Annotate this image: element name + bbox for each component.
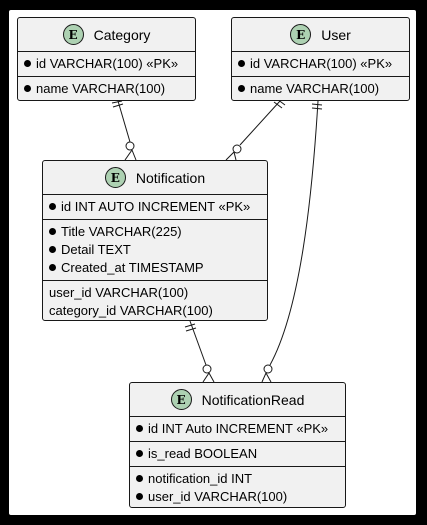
attribute-row: Created_at TIMESTAMP [49, 259, 261, 277]
attributes-section: Title VARCHAR(225) Detail TEXT Created_a… [43, 219, 267, 280]
attribute-row: category_id VARCHAR(100) [49, 303, 213, 318]
edge-user-read-zero-mark [263, 364, 273, 374]
mandatory-bullet-icon [49, 203, 56, 210]
edge-category-one-mark [111, 100, 123, 104]
entity-header: E NotificationRead [130, 383, 345, 416]
attribute-row: id VARCHAR(100) «PK» [238, 55, 403, 73]
attributes-section: name VARCHAR(100) [232, 76, 409, 101]
attribute-row: user_id VARCHAR(100) [136, 488, 339, 506]
mandatory-bullet-icon [136, 425, 143, 432]
edge-notification-zero-mark [202, 364, 212, 374]
primary-key-section: id VARCHAR(100) «PK» [18, 51, 195, 76]
attribute-row: Detail TEXT [49, 241, 261, 259]
entity-notification-read[interactable]: E NotificationRead id INT Auto INCREMENT… [129, 382, 346, 508]
mandatory-bullet-icon [238, 85, 245, 92]
entity-header: E Notification [43, 161, 267, 194]
foreign-keys-section: notification_id INT user_id VARCHAR(100) [130, 466, 345, 509]
attribute-row: user_id VARCHAR(100) [49, 285, 189, 300]
entity-title: Notification [135, 169, 206, 186]
entity-notification[interactable]: E Notification id INT AUTO INCREMENT «PK… [42, 160, 268, 321]
edge-user-read-one-mark [311, 107, 323, 110]
mandatory-bullet-icon [136, 475, 143, 482]
edge-user-read [269, 100, 319, 366]
primary-key-section: id VARCHAR(100) «PK» [232, 51, 409, 76]
edge-category-one-mark [112, 103, 124, 108]
attributes-section: is_read BOOLEAN [130, 441, 345, 466]
entity-title: Category [93, 26, 151, 43]
mandatory-bullet-icon [49, 264, 56, 271]
edge-notification-one-mark [184, 323, 196, 328]
mandatory-bullet-icon [136, 493, 143, 500]
entity-badge-icon: E [290, 24, 312, 45]
mandatory-bullet-icon [24, 60, 31, 67]
entity-badge-icon: E [104, 167, 126, 188]
foreign-keys-section: user_id VARCHAR(100) category_id VARCHAR… [43, 280, 267, 323]
attribute-row: id VARCHAR(100) «PK» [24, 55, 189, 73]
primary-key-section: id INT AUTO INCREMENT «PK» [43, 194, 267, 219]
edge-category-zero-mark [125, 141, 135, 151]
mandatory-bullet-icon [49, 246, 56, 253]
mandatory-bullet-icon [136, 450, 143, 457]
edge-category-notification [117, 100, 131, 143]
attribute-row: id INT Auto INCREMENT «PK» [136, 420, 339, 438]
edge-notification-one-mark [185, 327, 197, 332]
attribute-row: name VARCHAR(100) [238, 80, 403, 98]
edge-user-many-mark [225, 151, 237, 161]
edge-notification-read [189, 320, 207, 366]
edge-user-read-many-mark [261, 371, 272, 383]
edge-user-notification [239, 100, 281, 146]
mandatory-bullet-icon [238, 60, 245, 67]
primary-key-section: id INT Auto INCREMENT «PK» [130, 416, 345, 441]
mandatory-bullet-icon [49, 228, 56, 235]
attribute-row: is_read BOOLEAN [136, 445, 339, 463]
entity-badge-icon: E [170, 389, 192, 410]
attribute-row: id INT AUTO INCREMENT «PK» [49, 198, 261, 216]
entity-badge-icon: E [62, 24, 84, 45]
entity-header: E Category [18, 18, 195, 51]
entity-header: E User [232, 18, 409, 51]
entity-category[interactable]: E Category id VARCHAR(100) «PK» name VAR… [17, 17, 196, 101]
attributes-section: name VARCHAR(100) [18, 76, 195, 101]
edge-category-many-mark [124, 148, 137, 161]
entity-title: NotificationRead [201, 391, 305, 408]
attribute-row: notification_id INT [136, 470, 339, 488]
attribute-row: Title VARCHAR(225) [49, 223, 261, 241]
attribute-row: name VARCHAR(100) [24, 80, 189, 98]
edge-user-zero-mark [232, 144, 242, 154]
edge-user-one-mark [273, 101, 283, 109]
mandatory-bullet-icon [24, 85, 31, 92]
edge-notification-many-mark [202, 372, 215, 383]
entity-user[interactable]: E User id VARCHAR(100) «PK» name VARCHAR… [231, 17, 410, 101]
entity-title: User [321, 26, 351, 43]
edge-user-read-one-mark [311, 103, 323, 106]
